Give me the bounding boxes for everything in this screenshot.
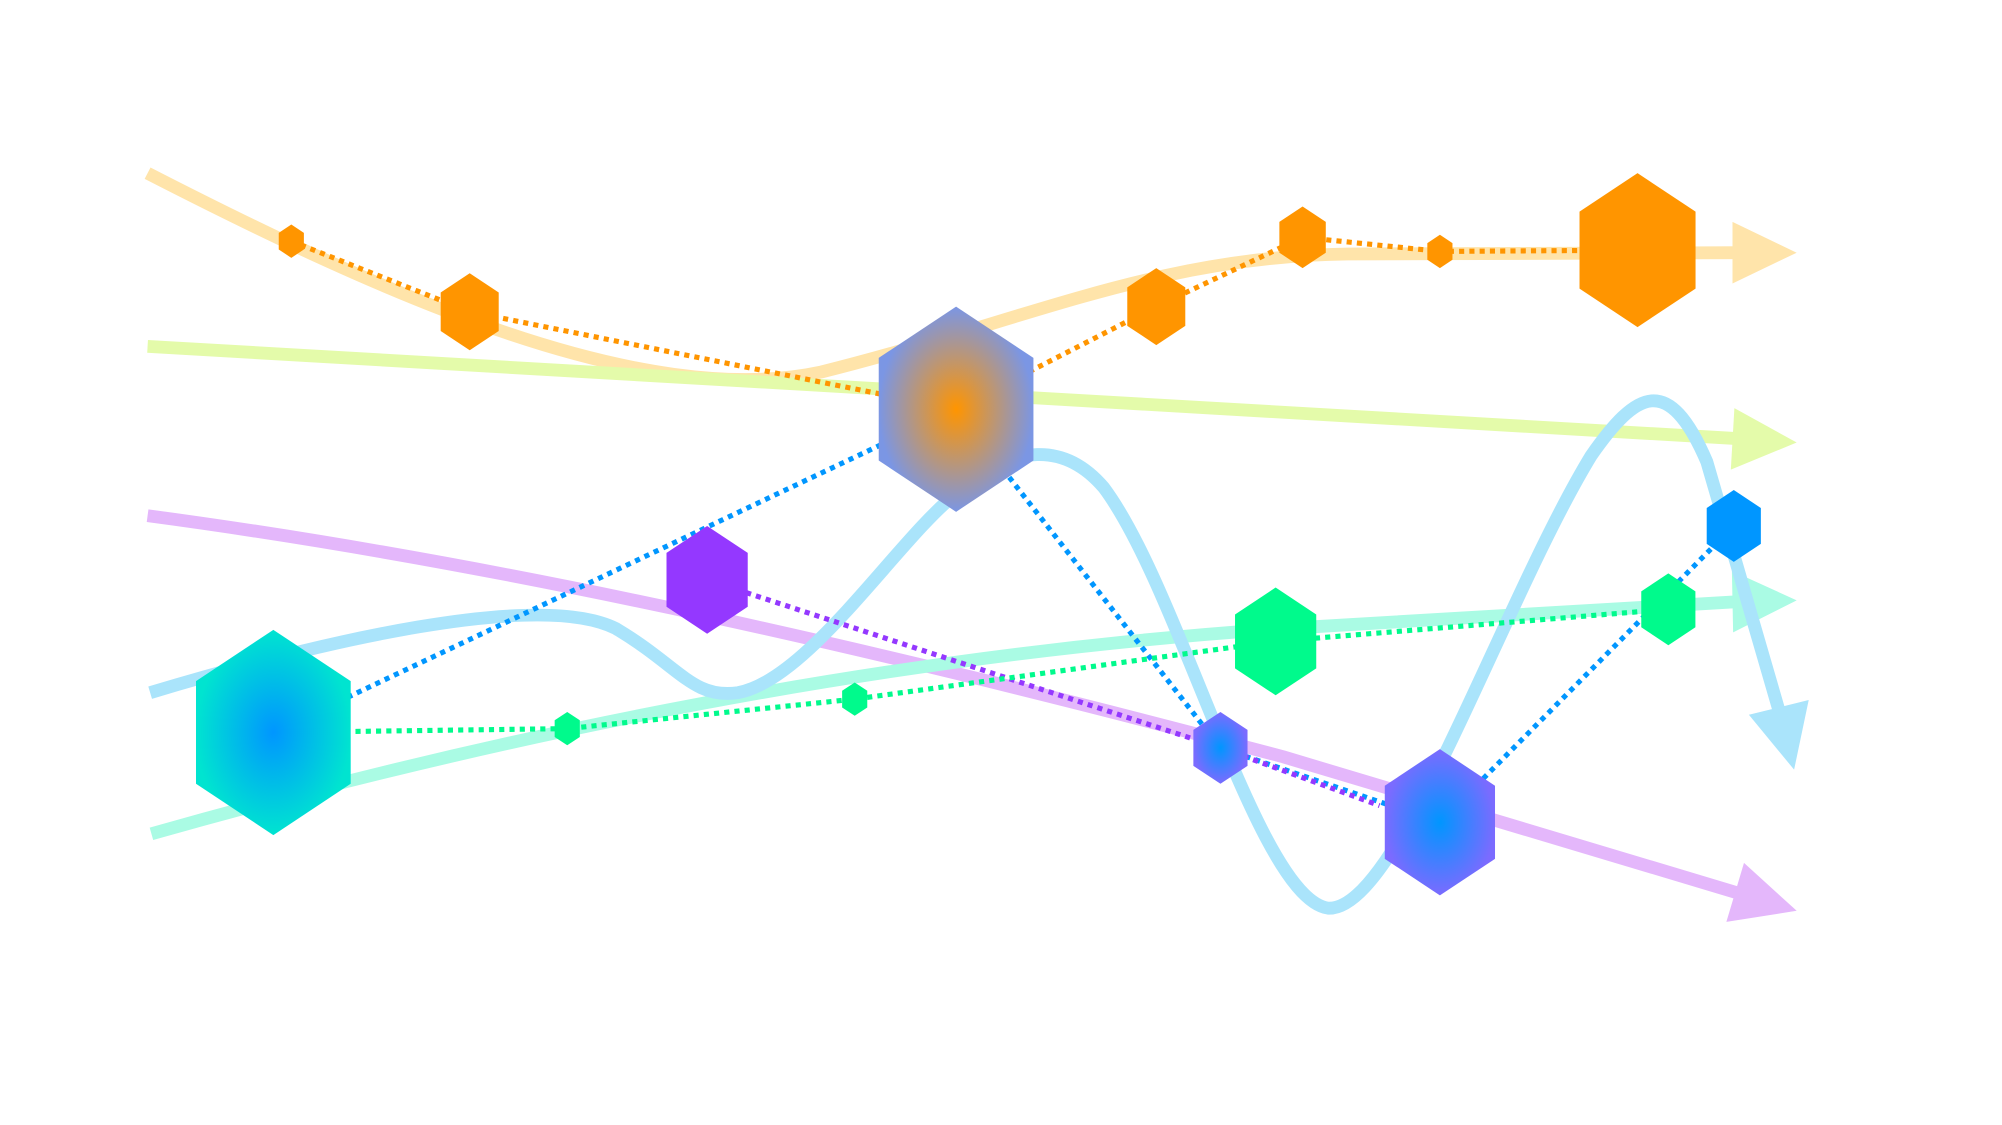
hexagon-icon	[1384, 749, 1496, 896]
hexagon-icon	[1235, 587, 1317, 696]
hexagon-icon	[278, 224, 304, 258]
hexagon-icon	[1706, 490, 1761, 562]
hexagon-icon	[1427, 234, 1453, 269]
arrowhead-icon	[1726, 862, 1797, 922]
trend-line-4	[148, 394, 1788, 915]
dotted-line-3	[273, 606, 1669, 736]
hexagon-icon	[842, 682, 868, 716]
arrowhead-icon	[1748, 700, 1809, 770]
hexagon-nodes	[195, 173, 1761, 896]
trend-line-2	[146, 509, 1744, 901]
hexagon-icon	[554, 711, 580, 746]
trend-line-0	[144, 167, 1739, 386]
hexagon-icon	[666, 525, 748, 634]
arrowhead-icon	[1730, 408, 1797, 470]
hexagon-icon	[878, 306, 1034, 512]
hexagon-icon	[1579, 173, 1696, 328]
hexagon-icon	[1279, 206, 1326, 269]
hexagon-icon	[1193, 711, 1248, 784]
hexagon-icon	[195, 629, 351, 836]
hexagon-icon	[1127, 268, 1186, 346]
arrowhead-icon	[1732, 221, 1797, 284]
hexagon-icon	[1641, 573, 1696, 646]
hexagon-icon	[440, 273, 499, 351]
